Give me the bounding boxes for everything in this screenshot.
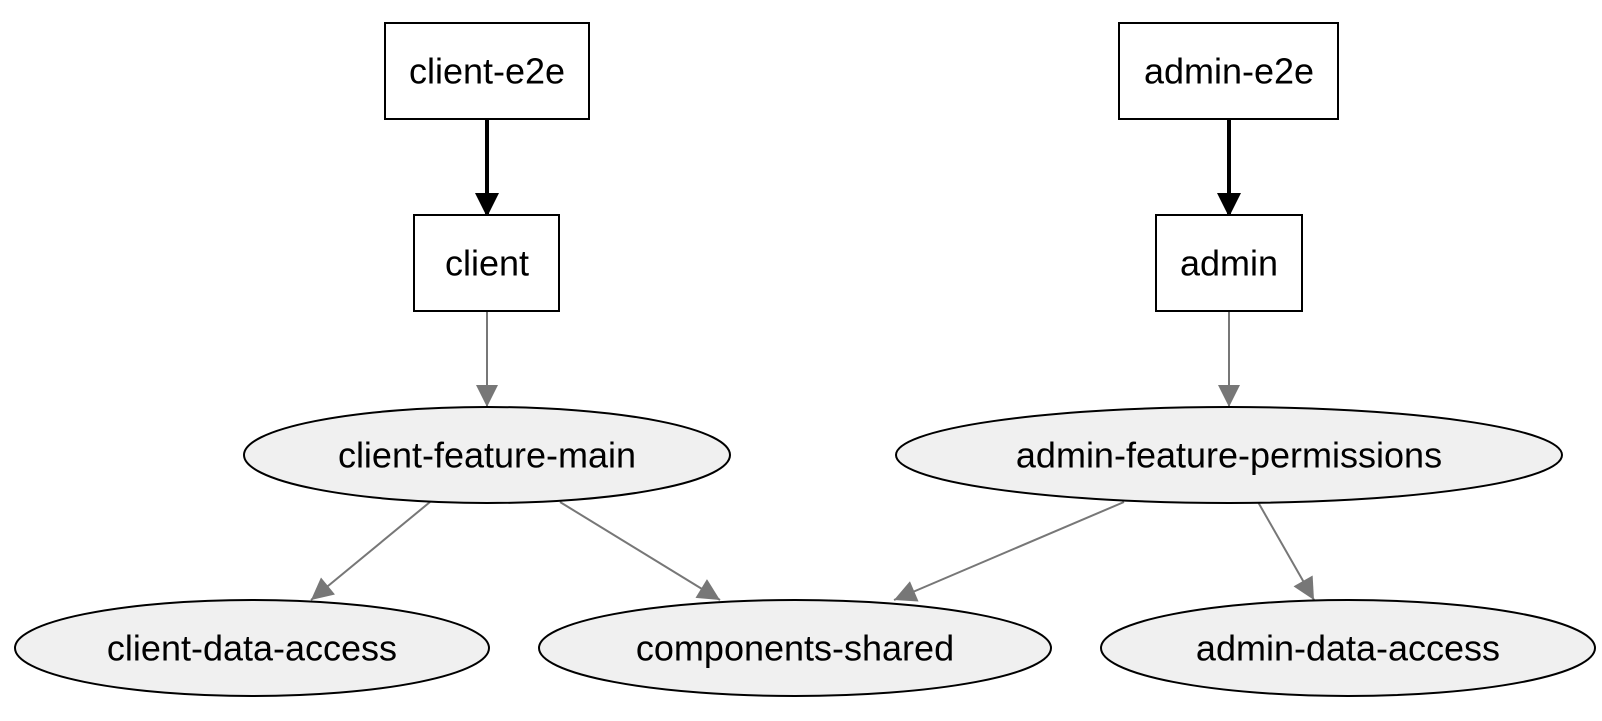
node-client[interactable]: client [413,214,560,312]
node-client-data-access[interactable]: client-data-access [14,599,490,697]
node-label: admin-data-access [1196,628,1500,669]
node-admin-e2e[interactable]: admin-e2e [1118,22,1339,120]
edge-client-feature-main-to-client-data-access [310,501,431,601]
node-label: admin-feature-permissions [1016,435,1442,476]
node-admin-data-access[interactable]: admin-data-access [1100,599,1596,697]
node-label: admin [1180,243,1278,284]
node-label: client-feature-main [338,435,636,476]
edge-admin-feature-permissions-to-components-shared [893,501,1125,602]
node-admin-feature-permissions[interactable]: admin-feature-permissions [895,406,1563,504]
node-label: client [445,243,529,284]
node-client-feature-main[interactable]: client-feature-main [243,406,731,504]
node-label: client-data-access [107,628,397,669]
node-client-e2e[interactable]: client-e2e [384,22,590,120]
edges [310,119,1315,602]
node-components-shared[interactable]: components-shared [538,599,1052,697]
node-label: admin-e2e [1144,51,1314,92]
node-label: client-e2e [409,51,565,92]
edge-client-feature-main-to-components-shared [559,501,721,601]
edge-admin-feature-permissions-to-admin-data-access [1257,501,1315,601]
node-admin[interactable]: admin [1155,214,1303,312]
node-label: components-shared [636,628,954,669]
